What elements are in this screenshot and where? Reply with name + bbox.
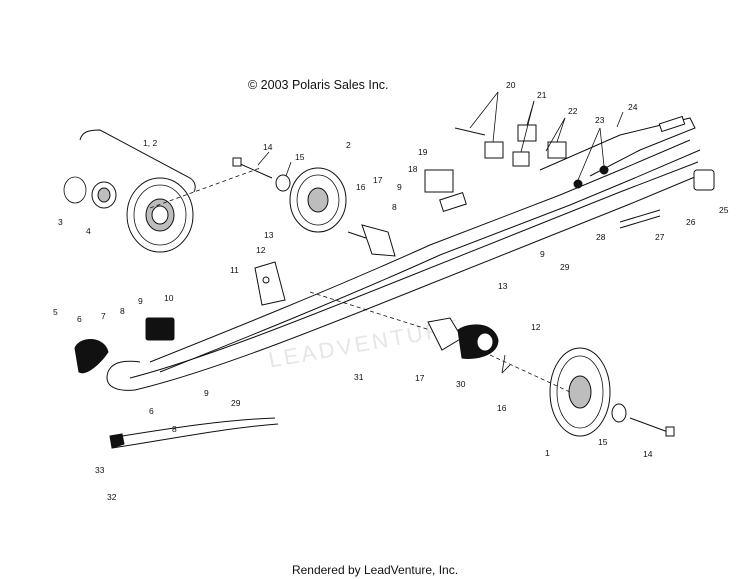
copyright-notice: © 2003 Polaris Sales Inc. xyxy=(248,78,389,92)
dashed-center-lines xyxy=(149,167,571,393)
callout-9d: 9 xyxy=(204,388,209,398)
cam-30 xyxy=(457,324,499,359)
callout-16a: 16 xyxy=(356,182,366,192)
callout-12a: 12 xyxy=(256,245,266,255)
washer-15-lower xyxy=(611,403,627,423)
bumper-25 xyxy=(693,169,715,191)
callout-11: 11 xyxy=(230,265,239,275)
callout-22: 22 xyxy=(568,106,578,116)
callout-9a: 9 xyxy=(397,182,402,192)
idler-wheel-lower xyxy=(549,347,611,437)
callout-25: 25 xyxy=(719,205,729,215)
callout-29a: 29 xyxy=(560,262,570,272)
leader-lines xyxy=(257,91,624,374)
washer-15-upper xyxy=(275,174,291,192)
callout-24: 24 xyxy=(628,102,638,112)
idler-wheel-center xyxy=(289,167,347,233)
cam-block-10 xyxy=(145,317,175,341)
mounting-bracket-11 xyxy=(254,261,286,306)
bearing xyxy=(91,181,117,209)
callout-3: 3 xyxy=(58,217,63,227)
callout-4: 4 xyxy=(86,226,91,236)
callout-23: 23 xyxy=(595,115,605,125)
retaining-ring xyxy=(63,176,87,204)
hyfax-wear-strip xyxy=(109,417,279,449)
bolt-14-lower xyxy=(629,417,675,437)
shock-mount-19 xyxy=(424,169,467,213)
callout-2: 2 xyxy=(346,140,351,150)
callout-17a: 17 xyxy=(373,175,383,185)
callout-9c: 9 xyxy=(138,296,143,306)
callout-13b: 13 xyxy=(498,281,508,291)
callout-15a: 15 xyxy=(295,152,305,162)
callout-12b: 12 xyxy=(531,322,541,332)
callout-20: 20 xyxy=(506,80,516,90)
rendered-by-footer: Rendered by LeadVenture, Inc. xyxy=(291,563,459,577)
callout-33: 33 xyxy=(95,465,105,475)
axle-27 xyxy=(619,209,661,229)
spacers-20-23 xyxy=(454,124,609,189)
callout-30: 30 xyxy=(456,379,466,389)
idler-wheel-upper xyxy=(79,129,196,253)
adjuster-block-17-upper xyxy=(347,224,396,257)
callout-17b: 17 xyxy=(415,373,425,383)
callout-26: 26 xyxy=(686,217,696,227)
callout-6b: 6 xyxy=(149,406,154,416)
callout-16b: 16 xyxy=(497,403,507,413)
slide-rail xyxy=(106,115,703,391)
callout-29b: 29 xyxy=(231,398,241,408)
callout-8c: 8 xyxy=(172,424,177,434)
callout-1: 1 xyxy=(545,448,550,458)
callout-1-2: 1, 2 xyxy=(143,138,157,148)
callout-5: 5 xyxy=(53,307,58,317)
callout-21: 21 xyxy=(537,90,547,100)
callout-27: 27 xyxy=(655,232,665,242)
bolt-14-upper xyxy=(232,157,273,179)
callout-6a: 6 xyxy=(77,314,82,324)
callout-14a: 14 xyxy=(263,142,273,152)
callout-8b: 8 xyxy=(120,306,125,316)
callout-labels: 1, 2 3 4 14 15 2 16 17 18 19 9 8 20 21 2… xyxy=(53,80,729,502)
callout-15b: 15 xyxy=(598,437,608,447)
callout-9b: 9 xyxy=(540,249,545,259)
callout-18: 18 xyxy=(408,164,418,174)
callout-32: 32 xyxy=(107,492,117,502)
callout-8a: 8 xyxy=(392,202,397,212)
callout-31: 31 xyxy=(354,372,364,382)
callout-19: 19 xyxy=(418,147,428,157)
callout-10: 10 xyxy=(164,293,174,303)
callout-13a: 13 xyxy=(264,230,274,240)
end-cap-7 xyxy=(74,339,109,374)
callout-28: 28 xyxy=(596,232,606,242)
callout-7: 7 xyxy=(101,311,106,321)
callout-14b: 14 xyxy=(643,449,653,459)
